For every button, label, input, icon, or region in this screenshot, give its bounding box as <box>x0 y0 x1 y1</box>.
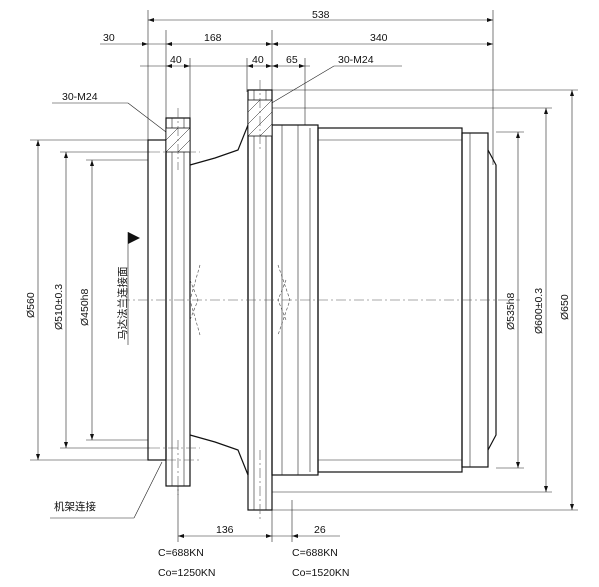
dim-d450: Ø450h8 <box>79 288 91 326</box>
frame-connection-note: 机架连接 <box>54 500 96 513</box>
dim-65: 65 <box>286 54 298 66</box>
frame-connection-callout: 机架连接 <box>50 461 163 519</box>
dim-40-right: 40 <box>252 54 264 66</box>
center-lines <box>120 80 520 520</box>
dim-26: 26 <box>314 524 326 536</box>
right-c-rating: C=688KN <box>292 547 338 559</box>
left-co-rating: Co=1250KN <box>158 567 216 579</box>
dim-d650: Ø650 <box>559 294 571 320</box>
left-c-rating: C=688KN <box>158 547 204 559</box>
dim-168: 168 <box>204 32 222 44</box>
dim-d600: Ø600±0.3 <box>533 288 545 334</box>
dim-d535: Ø535h8 <box>505 292 517 330</box>
dim-d560: Ø560 <box>25 292 37 318</box>
dim-340: 340 <box>370 32 388 44</box>
right-co-rating: Co=1520KN <box>292 567 350 579</box>
load-ratings: C=688KN Co=1250KN C=688KN Co=1520KN <box>158 547 350 579</box>
dim-538: 538 <box>312 9 330 21</box>
dim-136: 136 <box>216 524 234 536</box>
hidden-lines <box>189 264 291 336</box>
bolt-hole-hatching <box>165 99 273 153</box>
dim-d510: Ø510±0.3 <box>53 284 65 330</box>
thread-left-label: 30-M24 <box>62 91 98 103</box>
thread-right-label: 30-M24 <box>338 54 374 66</box>
bottom-dimensions: 136 26 <box>177 486 340 542</box>
top-dimensions: 538 30 168 340 40 40 65 <box>100 9 494 165</box>
motor-flange-note: 马达法兰连接面 <box>116 267 129 341</box>
right-diameters: Ø535h8 Ø600±0.3 Ø650 <box>272 89 578 511</box>
left-diameters: Ø560 Ø510±0.3 Ø450h8 马达法兰连接面 <box>25 139 150 461</box>
thread-callouts: 30-M24 30-M24 <box>52 54 402 133</box>
dim-40-left: 40 <box>170 54 182 66</box>
dim-30: 30 <box>103 32 115 44</box>
